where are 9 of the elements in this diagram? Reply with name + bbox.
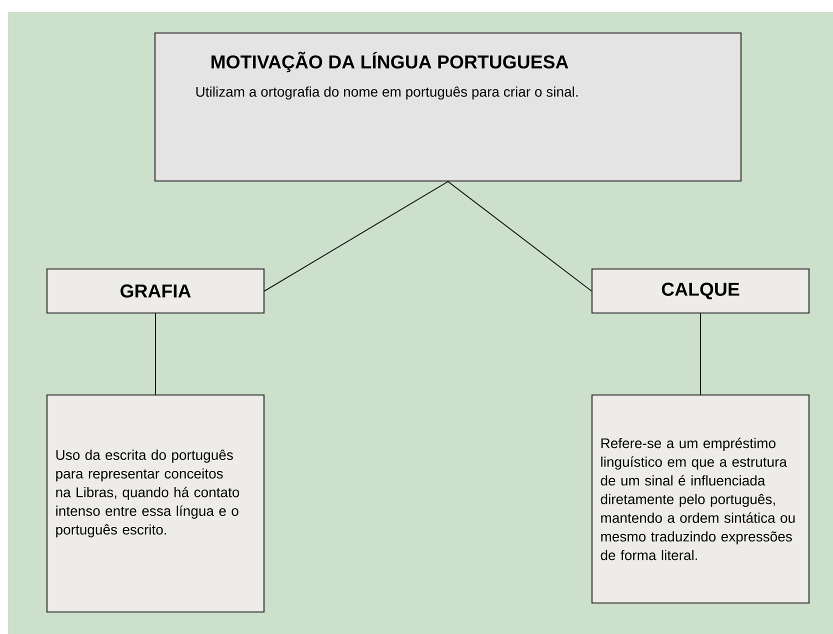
connector-line: [448, 181, 592, 292]
title-box: GRAFIA: [46, 268, 265, 314]
text-box: Refere-se a um empréstimo linguístico em que a estrutura de um sinal é influenciada diretamente pelo português, mantendo a ordem sintática ou mesmo traduzindo expressões de forma literal.: [591, 394, 810, 604]
heading-box: MOTIVAÇÃO DA LÍNGUA PORTUGUESA Utilizam a ortografia do nome em português para criar o sinal.: [154, 32, 742, 182]
title-box: CALQUE: [591, 268, 810, 314]
connector-line: [264, 181, 448, 292]
connector-line: [154, 314, 156, 394]
text-box: Uso da escrita do português para representar conceitos na Libras, quando há contato intenso entre essa língua e o português escrito.: [46, 394, 265, 613]
connector-line: [700, 314, 702, 394]
